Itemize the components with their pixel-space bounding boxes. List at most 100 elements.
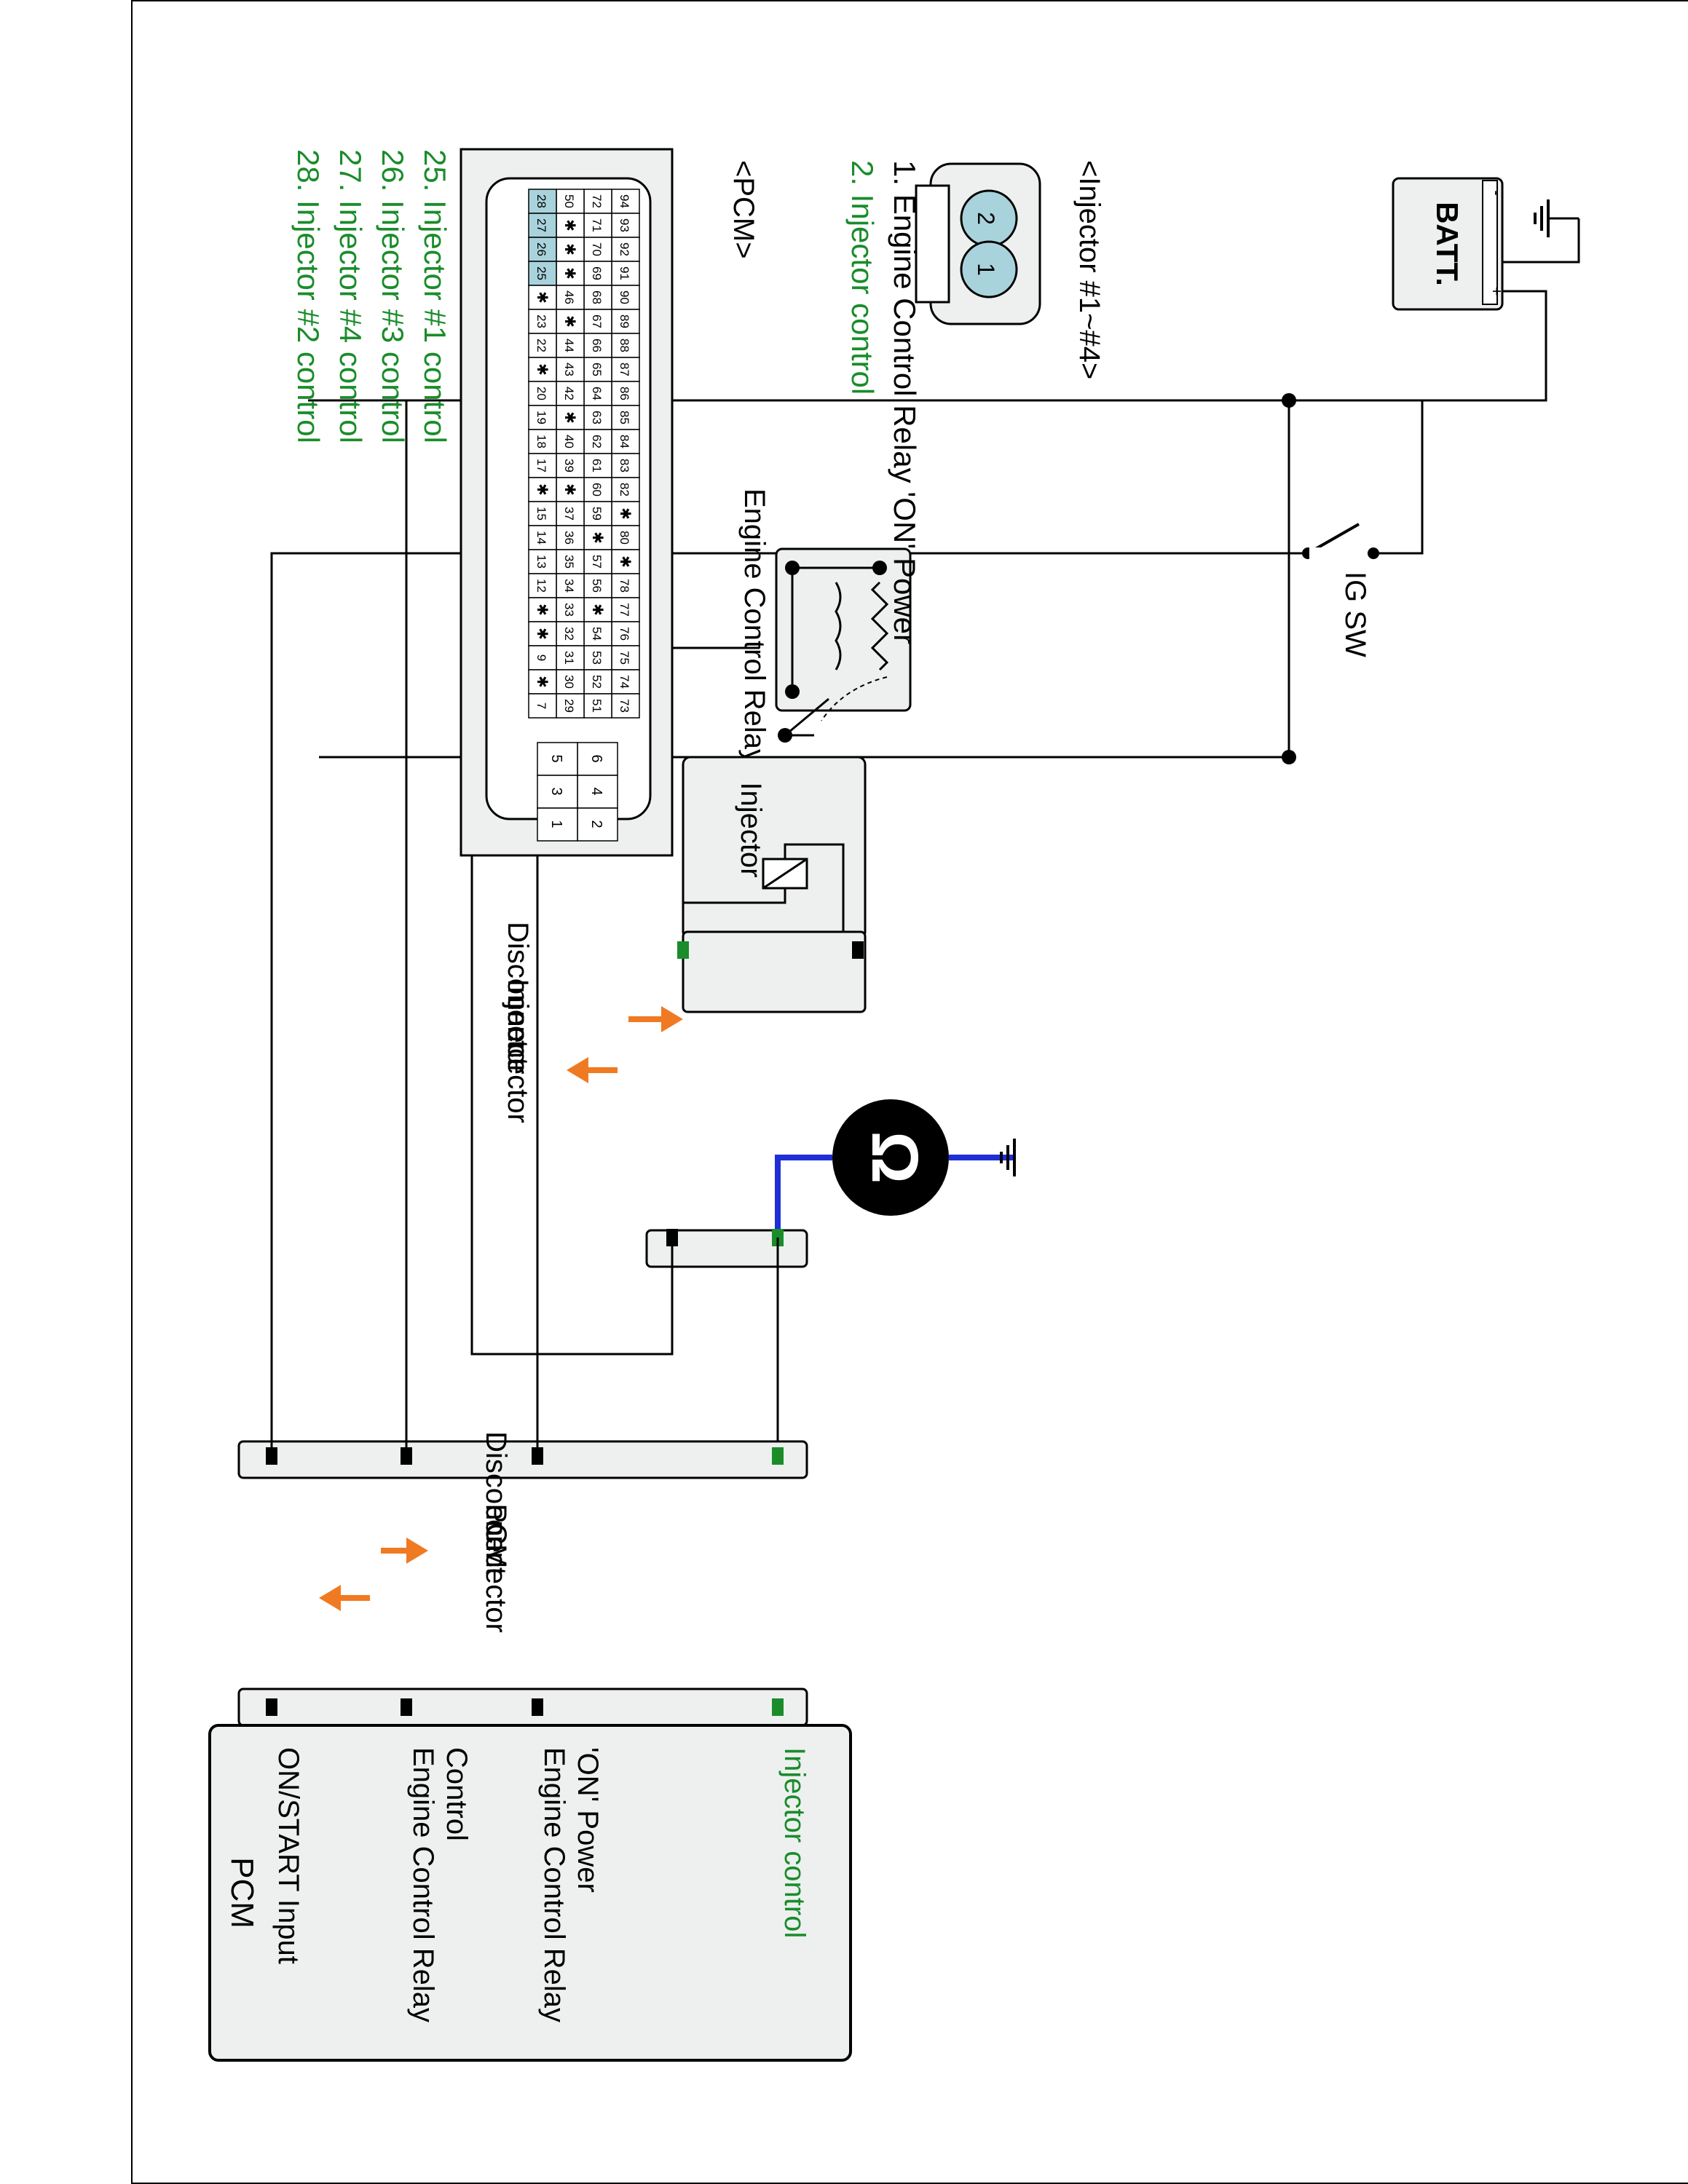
pcm-side-pin-number: 4: [588, 787, 604, 795]
ig-switch-contact: [1368, 547, 1379, 559]
pcm-terminal: [266, 1698, 277, 1716]
pcm-pin-number: ✱: [561, 411, 577, 424]
pcm-pin-number: ✱: [534, 291, 550, 304]
pcm-pin-number: 85: [618, 411, 631, 424]
ohmmeter-symbol: Ω: [858, 1131, 931, 1184]
pcm-pin-number: 26: [535, 242, 548, 256]
disconnect-arrow-down-icon: [567, 1057, 618, 1083]
disconnect-pcm-arrow-up-icon: [381, 1538, 428, 1564]
pcm-pin-number: ✱: [589, 531, 605, 544]
injector-connector-icon: [915, 162, 1041, 325]
pcm-pin-number: 9: [535, 654, 548, 661]
pcm-pin-number: 87: [618, 363, 631, 376]
ohmmeter-icon: [832, 1099, 949, 1216]
pcm-pin-number: 30: [562, 675, 576, 689]
pcm-pin-number: 76: [618, 627, 631, 641]
harness-connector: [645, 1229, 808, 1268]
ig-wire: [270, 552, 319, 1456]
disconnect-pcm-label: connector: [480, 1505, 512, 1633]
pcm-side-pin-number: 3: [548, 787, 564, 795]
injector-legend-title: <Injector #1~#4>: [1073, 160, 1105, 379]
pcm-box: [208, 1724, 852, 2062]
pcm-pin-number: 69: [590, 266, 604, 280]
pcm-pin-number: 7: [535, 703, 548, 709]
pcm-side-pin-number: 2: [588, 820, 604, 828]
disconnect-pcm-label: Disconnect: [480, 1431, 512, 1575]
pcm-terminal-label: Engine Control Relay: [407, 1747, 439, 2022]
disconnect-pcm-arrow-down-icon: [319, 1585, 370, 1611]
pcm-pin-number: 84: [618, 435, 631, 448]
pcm-pin-number: ✱: [561, 483, 577, 496]
pcm-pin-number: 54: [590, 627, 604, 641]
pcm-pin-number: 59: [590, 507, 604, 521]
pcm-pin-number: 67: [590, 314, 604, 328]
pcm-terminal: [772, 1698, 784, 1716]
pcm-side-pin-number: 1: [548, 820, 564, 828]
pcm-pin-number: ✱: [534, 676, 550, 688]
relay-contact-blade: [784, 697, 829, 737]
battery-terminal-strip: [1482, 180, 1498, 305]
injector-legend-item: 2. Injector control: [845, 160, 880, 395]
pcm-pin-number: 53: [590, 651, 604, 665]
pcm-pin-number: 71: [590, 218, 604, 232]
disconnect-arrow-up-icon: [628, 1006, 683, 1032]
ig-switch-label: IG SW: [1339, 571, 1371, 657]
pcm-pin-number: 46: [562, 290, 576, 304]
battery-wire: [308, 399, 408, 1456]
pcm-pin-number: 92: [618, 242, 631, 256]
pcm-pin-number: 91: [618, 266, 631, 280]
pcm-pin-number: 43: [562, 363, 576, 376]
pcm-pin-number: 15: [535, 507, 548, 521]
pcm-pin-number: 52: [590, 675, 604, 689]
wire: [683, 888, 786, 904]
meter-lead: [775, 1155, 832, 1238]
disconnect-injector-label: connector: [502, 995, 534, 1123]
pcm-pin-number: 80: [618, 531, 631, 545]
pcm-pin-number: 34: [562, 579, 576, 593]
pcm-pin-number: 66: [590, 339, 604, 352]
pcm-pin-number: 90: [618, 290, 631, 304]
pcm-terminal-label: Injector control: [778, 1747, 811, 1938]
pcm-pin-number: ✱: [534, 628, 550, 640]
pcm-pin-number: 31: [562, 651, 576, 665]
pcm-pin-number: ✱: [589, 604, 605, 616]
meter-ground-icon: [1000, 1139, 1016, 1176]
pcm-side-pin-cell: [537, 807, 578, 842]
arrow-head: [319, 1585, 341, 1611]
pcm-pin-number: ✱: [561, 243, 577, 256]
pcm-harness-terminal: [772, 1447, 784, 1465]
relay-linkage-dash: [821, 676, 888, 721]
pcm-pin-number: ✱: [617, 507, 633, 520]
relay-coil-icon: [835, 582, 842, 670]
pcm-harness-strip: [237, 1440, 808, 1479]
pcm-pin-number: 60: [590, 483, 604, 496]
pcm-pin-number: 18: [535, 435, 548, 448]
page-frame: [131, 0, 1688, 2184]
pcm-pin-number: 50: [562, 194, 576, 208]
arrow-head: [661, 1006, 683, 1032]
relay-label: Engine Control Relay: [738, 488, 770, 764]
arrow-head: [567, 1057, 588, 1083]
pcm-pin-number: 88: [618, 339, 631, 352]
pcm-pin-number: 32: [562, 627, 576, 641]
disconnect-injector-label: Injector: [502, 978, 534, 1074]
injector-legend-item: 1. Engine Control Relay 'ON' Power: [888, 160, 922, 644]
pcm-pin-number: 57: [590, 555, 604, 569]
pcm-pin-number: ✱: [561, 219, 577, 232]
pcm-legend-item: 25. Injector #1 control: [418, 149, 452, 443]
pcm-title: PCM: [224, 1857, 260, 1928]
pcm-pin-number: ✱: [561, 267, 577, 280]
pcm-terminal-label: 'ON' Power: [572, 1747, 604, 1893]
relay-terminal: [785, 561, 800, 575]
pcm-pin-number: 12: [535, 579, 548, 593]
disconnect-injector-label: Disconnect: [502, 922, 534, 1066]
pcm-terminal-label: ON/START Input: [272, 1747, 304, 1964]
pcm-pin-number: 61: [590, 459, 604, 472]
injector-terminal-black: [852, 941, 864, 959]
pin-number: 1: [973, 263, 999, 276]
pcm-pin-number: 63: [590, 411, 604, 424]
latch: [915, 184, 950, 304]
injector-box: [682, 756, 867, 941]
